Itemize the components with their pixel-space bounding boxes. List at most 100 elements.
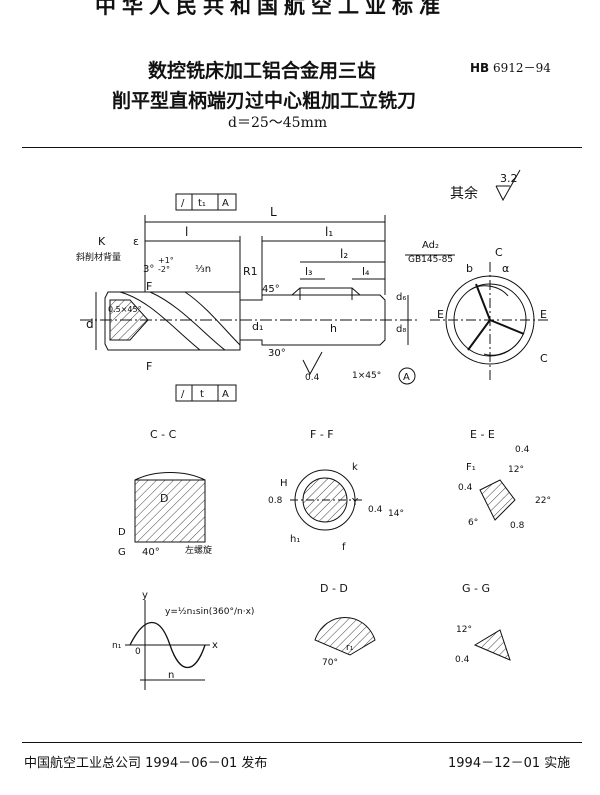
standard-code: HB 6912－94 [470, 59, 551, 76]
label-30-deg: 30° [268, 348, 286, 359]
label-angle-tol-minus: -2° [158, 265, 170, 274]
ee-label-F1: F₁ [466, 462, 476, 473]
end-dim-b: b [466, 262, 473, 275]
ff-angle-14: 14° [388, 509, 404, 519]
curve-dim-n1: n₁ [112, 641, 122, 651]
ee-rough-04-top: 0.4 [515, 445, 530, 455]
ff-rough-08: 0.8 [268, 496, 283, 506]
section-e-e: E - E F₁ 0.4 12° 0.4 22° 6° 0.8 [458, 428, 551, 531]
curve-origin: 0 [135, 647, 141, 657]
ee-angle-22: 22° [535, 496, 551, 506]
gg-rough-04: 0.4 [455, 655, 470, 665]
section-g-g-title: G - G [462, 582, 490, 595]
gg-angle-12: 12° [456, 625, 472, 635]
dim-l2: l₂ [340, 247, 348, 261]
center-hole-standard: GB145-85 [408, 255, 453, 265]
ff-label-h1: h₁ [290, 534, 300, 545]
label-epsilon: ε [133, 235, 139, 248]
runout-t: t [200, 389, 204, 400]
title-line-2: 削平型直柄端刃过中心粗加工立铣刀 [112, 90, 417, 112]
tooth-profile-curve: y x 0 y=½n₁sin(360°/n·x) n n₁ [112, 590, 254, 690]
section-g-g: G - G 12° 0.4 [455, 582, 511, 665]
roughness-rest-label: 其余 [450, 185, 478, 202]
label-45-deg: 45° [262, 284, 280, 295]
section-f-f-title: F - F [310, 428, 334, 441]
dim-h: h [330, 322, 337, 335]
dd-angle-70: 70° [322, 658, 338, 668]
endmill-main-view: L l l₁ l₂ l₃ l₄ d d₁ h d₆ d₈ [76, 193, 455, 402]
footer-publisher: 中国航空工业总公司 1994－06－01 发布 [24, 756, 268, 771]
cc-label-D-side: D [118, 527, 126, 538]
end-section-E-left: E [437, 308, 444, 321]
section-d-d: D - D r₁ 70° [314, 582, 376, 668]
section-mark-F-top: F [146, 280, 152, 293]
runout-t1: t₁ [198, 198, 206, 209]
ee-rough-08: 0.8 [510, 521, 525, 531]
dim-l4: l₄ [362, 265, 370, 278]
runout-symbol-bottom: / [181, 389, 185, 400]
roughness-shank-value: 0.4 [305, 373, 320, 383]
dim-d: d [86, 317, 94, 331]
label-angle-top: 3° [143, 264, 154, 275]
roughness-rest-value: 3.2 [500, 172, 518, 185]
ff-label-f: f [342, 542, 346, 553]
curve-dim-n: n [168, 670, 174, 681]
dim-d6: d₆ [396, 292, 406, 303]
ee-angle-12: 12° [508, 465, 524, 475]
dim-l1: l₁ [325, 225, 333, 239]
diameter-range: d＝25～45mm [228, 115, 328, 131]
end-section-E-right: E [540, 308, 547, 321]
label-K-note: 斜削材背量 [76, 251, 121, 263]
dim-l: l [185, 225, 188, 239]
label-third-n: ⅓n [195, 264, 211, 275]
curve-axis-y: y [142, 590, 148, 601]
cc-helix-note: 左螺旋 [185, 544, 212, 556]
label-R1: R1 [243, 265, 258, 278]
section-e-e-title: E - E [470, 428, 495, 441]
runout-symbol-top: / [181, 198, 185, 209]
label-angle-tol-plus: +1° [158, 256, 174, 265]
cc-label-D: D [160, 492, 168, 505]
section-f-f: F - F H k 0.8 Y 0.4 14° h₁ f [268, 428, 404, 553]
curve-axis-x: x [212, 640, 218, 651]
footer-rule [22, 742, 582, 743]
end-view: C C E E b α [430, 246, 550, 380]
header-rule [22, 147, 582, 148]
center-hole-ref: Ad₂ [422, 240, 439, 251]
runout-datum-top: A [222, 198, 229, 209]
end-section-C-top: C [495, 246, 503, 259]
standard-code-prefix: HB [470, 61, 490, 75]
dd-radius-r1: r₁ [346, 643, 354, 653]
label-K: K [98, 235, 106, 248]
footer-effective-date: 1994－12－01 实施 [448, 756, 571, 771]
ff-label-Y: Y [351, 497, 359, 508]
ee-rough-04-left: 0.4 [458, 483, 473, 493]
cc-label-G: G [118, 547, 126, 558]
cc-angle: 40° [142, 547, 160, 558]
ff-label-k: k [352, 462, 358, 473]
label-chamfer-right: 1×45° [352, 371, 381, 381]
ee-angle-6: 6° [468, 518, 478, 528]
title-line-1: 数控铣床加工铝合金用三齿 [148, 60, 377, 82]
dim-l3: l₃ [305, 265, 312, 278]
roughness-rest-symbol: 其余 3.2 [450, 169, 521, 202]
runout-datum-bottom: A [222, 389, 229, 400]
curve-equation: y=½n₁sin(360°/n·x) [165, 607, 254, 617]
roughness-symbol-shank [302, 351, 323, 376]
issuing-standard-header: 中华人民共和国航空工业标准 [95, 0, 446, 18]
dim-d8: d₈ [396, 324, 406, 335]
ff-label-H: H [280, 478, 288, 489]
end-angle-alpha: α [502, 262, 509, 275]
standard-code-number: 6912－94 [493, 61, 551, 75]
label-chamfer-left: 0.5×45° [108, 305, 142, 314]
section-c-c: C - C D D G 40° 左螺旋 [118, 428, 212, 558]
section-c-c-title: C - C [150, 428, 177, 441]
runout-frame-top: / t₁ A [175, 193, 237, 211]
end-section-C-bottom: C [540, 352, 548, 365]
datum-A-marker: A [403, 372, 410, 383]
dim-L: L [270, 205, 277, 219]
section-mark-F-bottom: F [146, 360, 152, 373]
section-d-d-title: D - D [320, 582, 348, 595]
ff-rough-04: 0.4 [368, 505, 383, 515]
